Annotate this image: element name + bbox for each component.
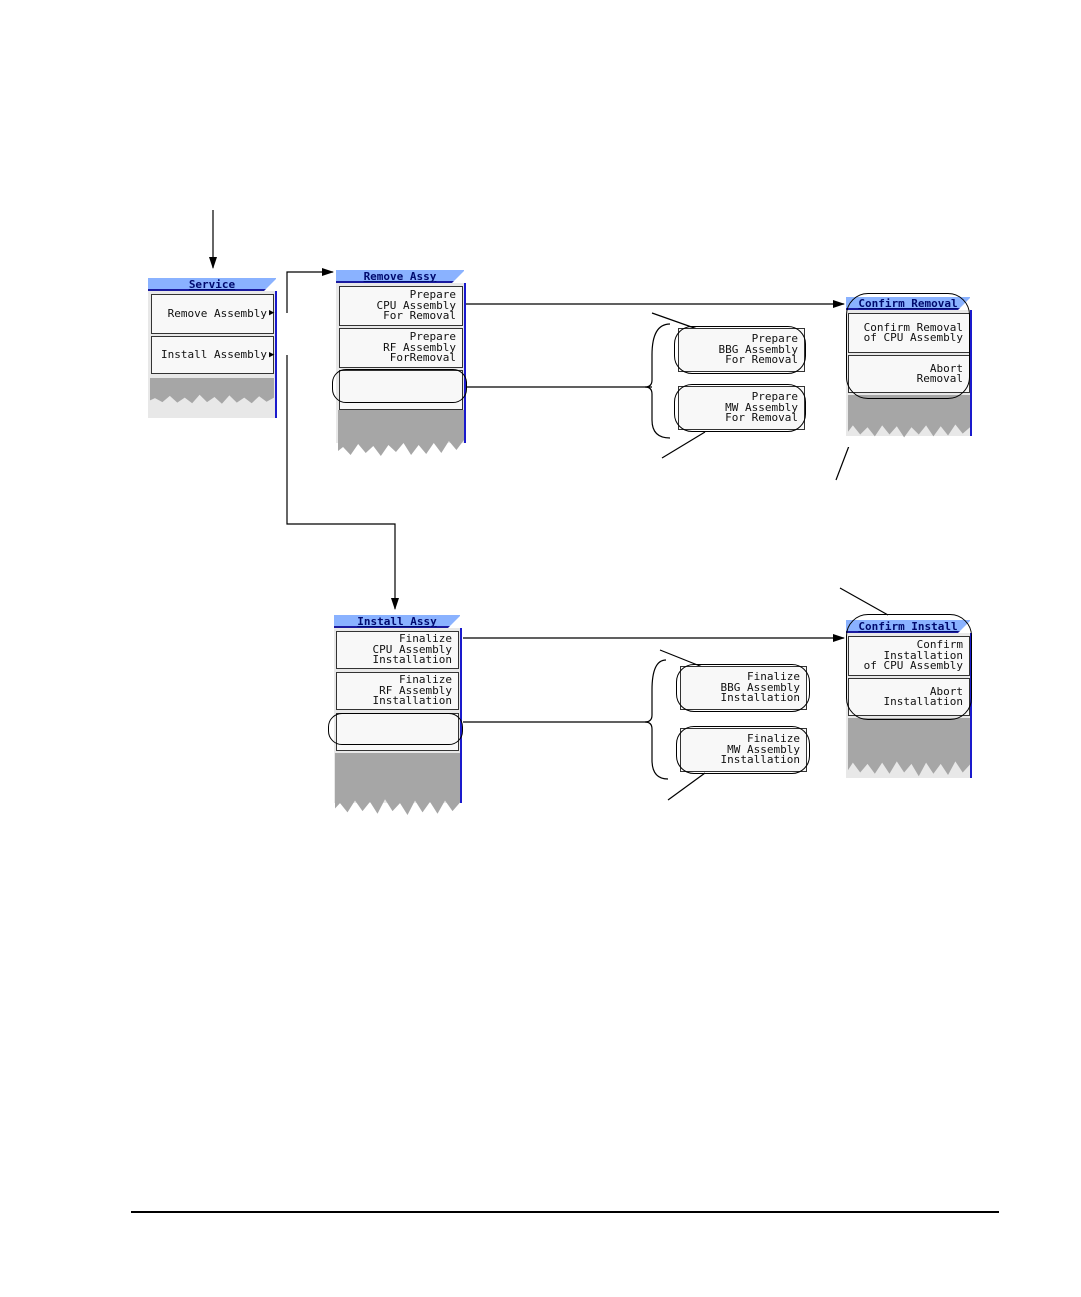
install-assembly-softkey[interactable]: Install Assembly [151,336,274,374]
softkey-line: Installation [720,753,800,767]
submenu-arrow-icon: ▶ [269,350,275,360]
remove-assembly-softkey[interactable]: Remove Assembly [151,294,274,334]
torn-edge [335,753,460,816]
finalize-cpu-install-softkey[interactable]: Finalize CPU Assembly Installation [336,631,459,669]
install-assy-menu: Install Assy Finalize CPU Assembly Insta… [334,615,462,820]
finalize-mw-install-softkey[interactable]: Finalize MW Assembly Installation [680,728,807,772]
softkey-line: Installation [720,691,800,705]
install-assy-menu-title: Install Assy [334,615,461,628]
softkey-line: MW Assembly [727,742,800,756]
softkey-line: Finalize [399,632,452,646]
softkey-line: Installation [883,648,963,662]
torn-edge [338,410,464,456]
softkey-line: Installation [883,695,963,708]
mw-removal-highlight [674,384,806,432]
blank-softkey[interactable] [339,370,463,410]
softkey-line: Removal [916,372,963,385]
softkey-line: BBG Assembly [718,342,798,356]
abort-installation-softkey[interactable]: Abort Installation [848,678,970,716]
softkey-line: MW Assembly [725,400,798,414]
service-menu-title: Service [148,278,277,291]
finalize-rf-install-softkey[interactable]: Finalize RF Assembly Installation [336,672,459,710]
confirm-removal-menu: Confirm Removal Confirm Removal of CPU A… [846,297,972,447]
remove-assembly-label: Remove Assembly [167,306,267,320]
confirm-installation-cpu-softkey[interactable]: Confirm Installation of CPU Assembly [848,636,970,676]
confirm-removal-highlight [846,293,970,399]
softkey-line: Prepare [409,330,456,344]
softkey-line: Prepare [409,288,456,302]
finalize-bbg-install-softkey[interactable]: Finalize BBG Assembly Installation [680,666,807,710]
softkey-line: Prepare [751,390,798,404]
softkey-line: Installation [372,694,452,708]
softkey-line: RF Assembly [379,683,452,697]
blank-key-highlight [332,369,467,403]
install-assembly-label: Install Assembly [161,347,267,361]
bbg-install-highlight [676,664,810,712]
confirm-removal-cpu-softkey[interactable]: Confirm Removal of CPU Assembly [848,313,970,353]
remove-assy-menu: Remove Assy Prepare CPU Assembly For Rem… [336,270,466,460]
mw-install-highlight [676,726,810,774]
softkey-line: RF Assembly [383,340,456,354]
softkey-line: CPU Assembly [376,298,456,312]
softkey-line: Installation [372,653,452,667]
softkey-line: Abort [929,684,963,698]
confirm-install-highlight [846,614,972,720]
prepare-mw-removal-softkey[interactable]: Prepare MW Assembly For Removal [678,386,805,430]
softkey-line: Confirm Removal [863,320,963,334]
softkey-line: BBG Assembly [720,680,800,694]
bbg-removal-highlight [674,326,806,374]
blank-key-highlight [328,713,463,745]
softkey-line: ForRemoval [389,351,456,365]
softkey-line: For Removal [725,411,798,425]
softkey-line: of CPU Assembly [863,659,963,673]
softkey-line: For Removal [383,309,456,323]
prepare-bbg-removal-softkey[interactable]: Prepare BBG Assembly For Removal [678,328,805,372]
confirm-install-menu-title: Confirm Install [846,620,971,633]
softkey-line: Finalize [747,732,800,746]
softkey-line: of CPU Assembly [863,331,963,344]
prepare-cpu-removal-softkey[interactable]: Prepare CPU Assembly For Removal [339,286,463,326]
softkey-line: CPU Assembly [372,642,452,656]
prepare-rf-removal-softkey[interactable]: Prepare RF Assembly ForRemoval [339,328,463,368]
footer-rule [131,1211,999,1213]
softkey-line: For Removal [725,353,798,367]
softkey-line: Finalize [747,670,800,684]
submenu-arrow-icon: ▶ [269,308,275,318]
softkey-line: Confirm [916,638,963,652]
softkey-line: Finalize [399,673,452,687]
service-menu: Service Remove Assembly Install Assembly [148,278,278,418]
remove-assy-menu-title: Remove Assy [336,270,465,283]
softkey-line: Prepare [751,332,798,346]
softkey-line: Abort [929,361,963,375]
